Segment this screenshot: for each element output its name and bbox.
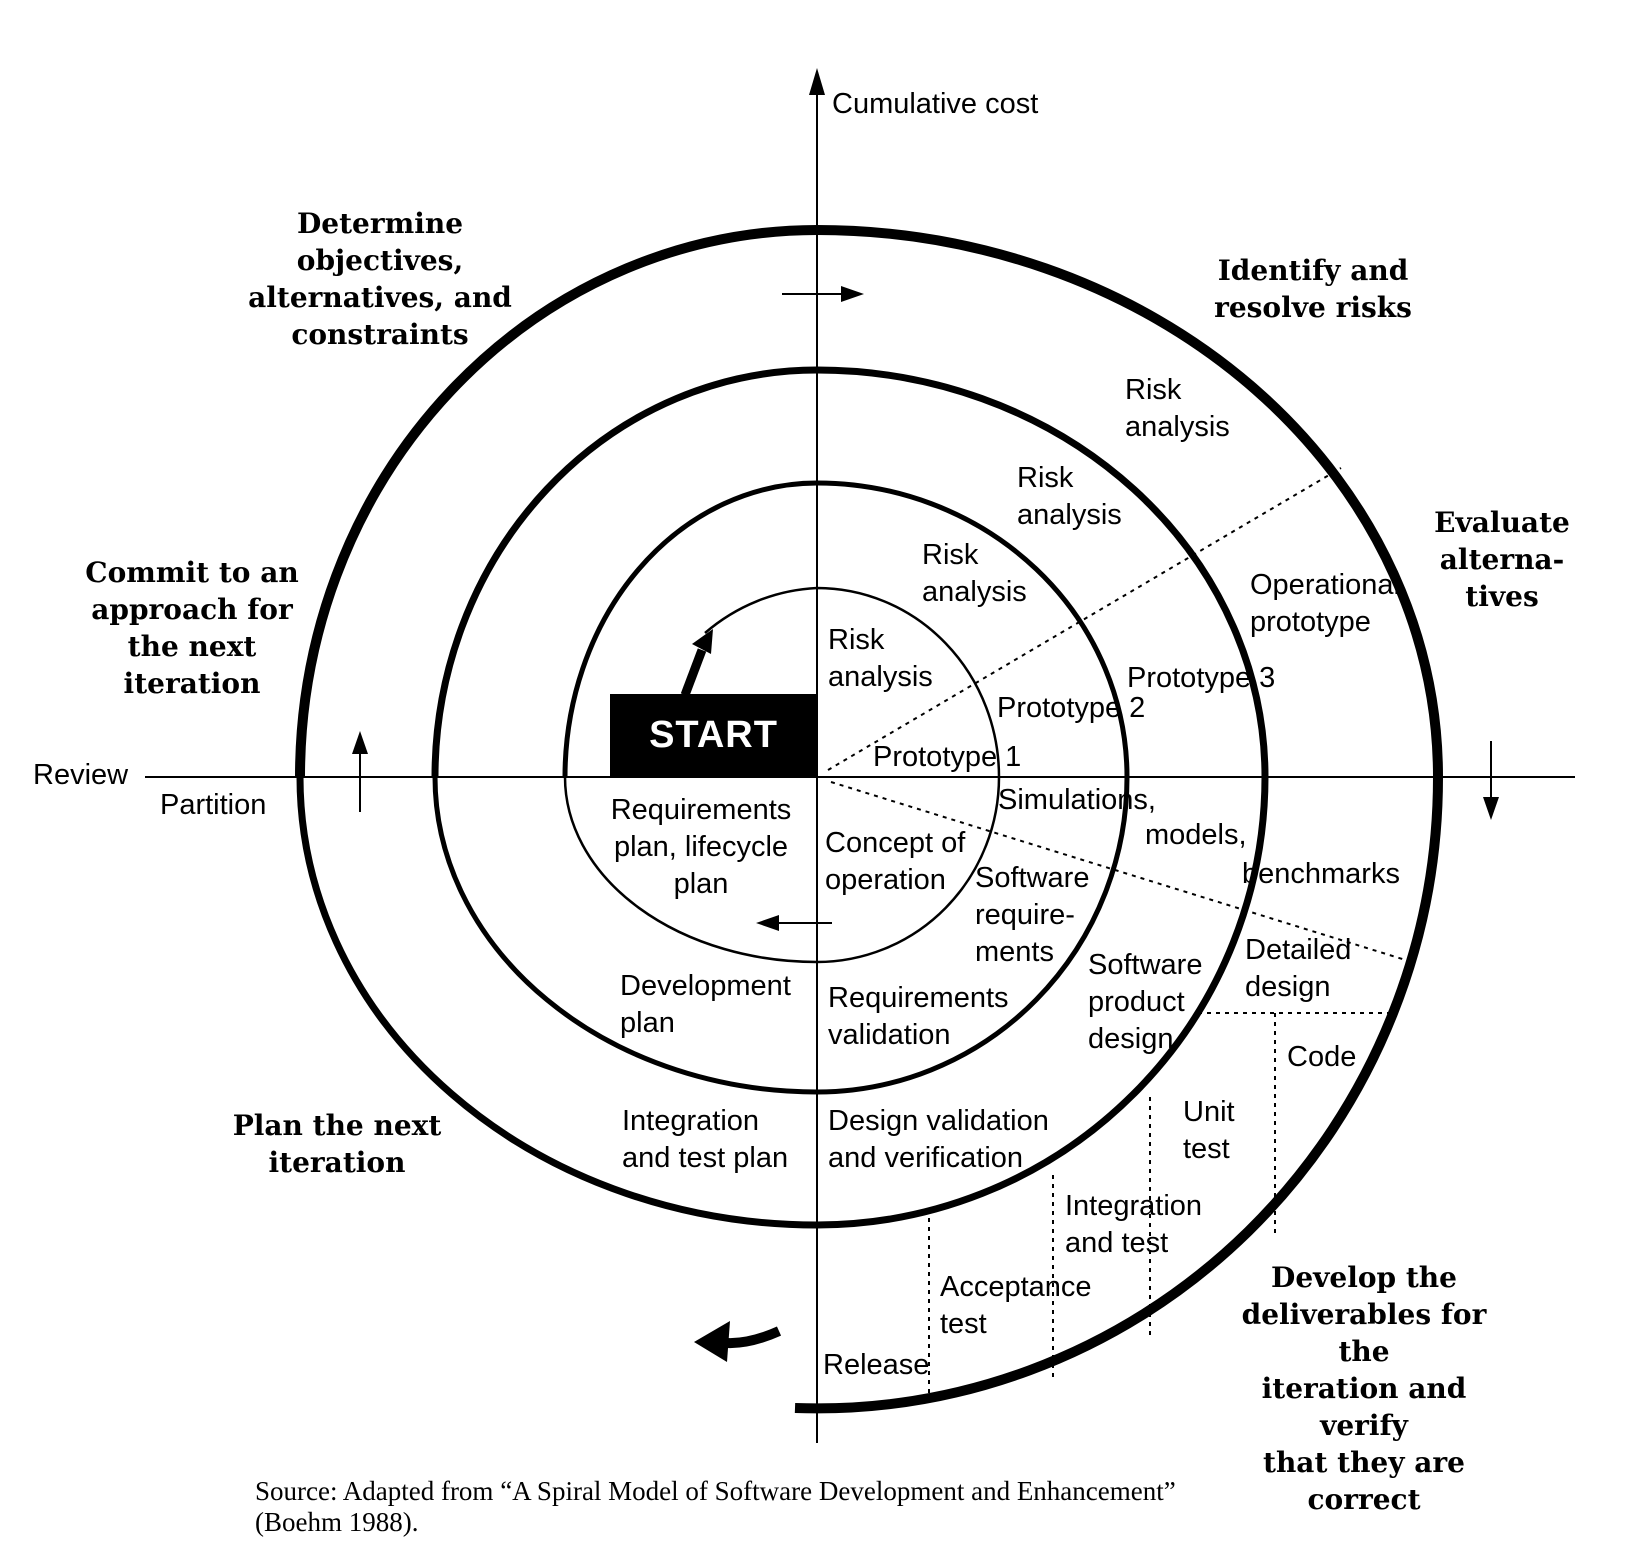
risk-analysis-2-label: Risk analysis [922,539,1027,608]
thick-arrow-bottom-left-icon [694,1321,730,1362]
dotted-line-risk-sector [827,467,1342,771]
risk-analysis-3-label: Risk analysis [1017,462,1122,531]
start-box [610,694,817,777]
spiral-winding-4 [295,224,1444,1414]
vertical-axis-arrowhead-icon [809,68,825,95]
release-label: Release [823,1349,930,1381]
spiral-winding-2 [432,480,1130,1095]
unit-test-label: Unit test [1183,1096,1235,1165]
simulations-label: Simulations, [998,784,1156,816]
quadrant-identify-risks: Identify and resolve risks [1214,254,1412,324]
quadrant-develop-deliverables: Develop the deliverables for the iterati… [1241,1261,1487,1516]
integration-and-test-label: Integration and test [1065,1190,1203,1259]
review-label: Review [33,759,129,791]
detailed-design-label: Detailed design [1245,934,1352,1003]
design-validation-label: Design validation and verification [828,1105,1049,1174]
quadrant-plan-next-iteration: Plan the next iteration [232,1109,442,1179]
flow-arrow-top-right-icon [841,286,864,302]
integration-test-plan-label: Integration and test plan [622,1105,789,1174]
development-plan-label: Development plan [620,970,791,1039]
acceptance-test-label: Acceptance test [940,1271,1092,1340]
prototype-2-label: Prototype 2 [997,692,1146,724]
start-arrow-up-right-icon [692,629,713,654]
quadrant-commit-approach: Commit to an approach for the next itera… [85,556,299,700]
partition-label: Partition [160,789,267,821]
risk-analysis-inner-label: Risk analysis [828,624,933,693]
start-label: START [649,714,778,756]
flow-arrow-inner-left-icon [756,915,779,931]
requirements-plan-label: Requirements plan, lifecycle plan [610,794,792,900]
quadrant-evaluate-alternatives: Evaluate alterna- tives [1434,506,1570,613]
software-product-design-label: Software product design [1088,949,1203,1055]
prototype-3-label: Prototype 3 [1127,662,1276,694]
benchmarks-label: benchmarks [1242,858,1400,890]
risk-analysis-outer-label: Risk analysis [1125,374,1230,443]
start-arrow-shaft [680,648,707,697]
requirements-validation-label: Requirements validation [828,982,1009,1051]
prototype-1-label: Prototype 1 [873,741,1022,773]
software-requirements-label: Software require- ments [975,862,1090,968]
code-label: Code [1287,1041,1357,1073]
quadrant-determine-objectives: Determine objectives, alternatives, and … [248,207,512,351]
concept-of-operation-label: Concept of operation [825,827,966,896]
cumulative-cost-label: Cumulative cost [832,88,1039,120]
models-label: models, [1145,819,1247,851]
flow-arrow-left-up-icon [352,731,368,754]
thick-arrow-bottom-shaft [726,1326,782,1349]
dotted-line-design-sector [830,781,1413,963]
source-note: Source: Adapted from “A Spiral Model of … [255,1476,1176,1537]
flow-arrow-right-down-icon [1483,797,1499,820]
spiral-winding-3 [296,366,1269,1229]
spiral-winding-1 [563,586,1001,964]
operational-prototype-label: Operational prototype [1250,569,1400,638]
